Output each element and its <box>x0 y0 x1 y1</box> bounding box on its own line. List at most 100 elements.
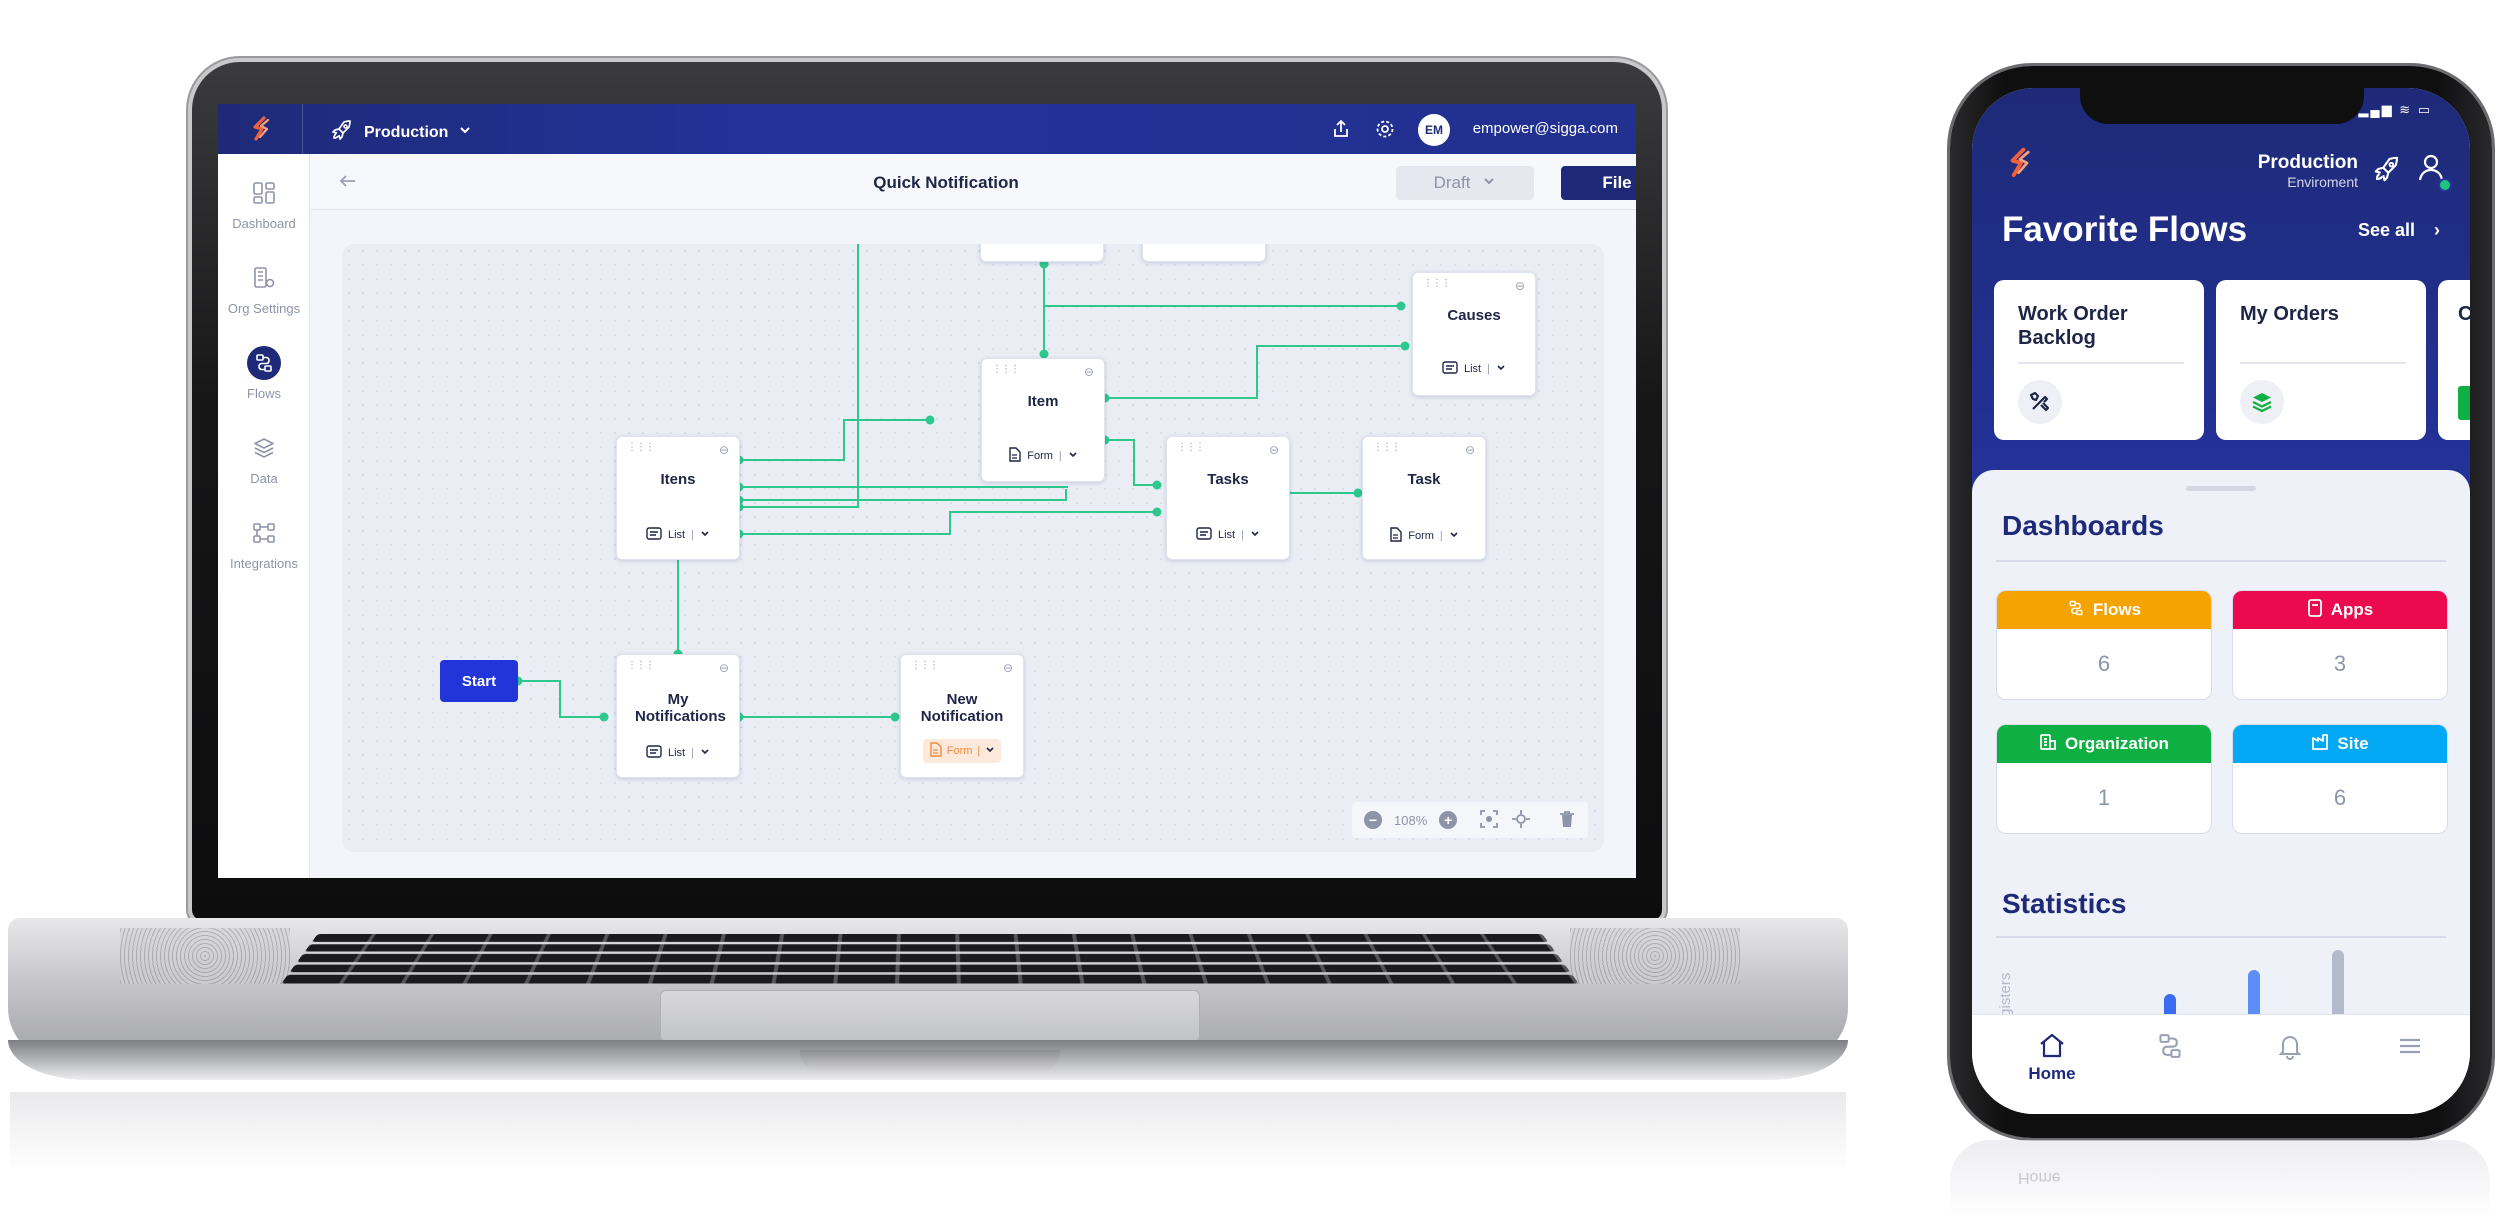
node-type-select[interactable]: List | <box>1167 527 1289 543</box>
chevron-down-icon <box>1496 363 1506 376</box>
sidebar-item-label: Dashboard <box>232 216 296 231</box>
chevron-right-icon: › <box>2434 220 2440 240</box>
link-icon[interactable]: ⊖ <box>1464 443 1475 457</box>
node-type-select[interactable]: List | <box>617 527 739 543</box>
dashboard-card-header: Organization <box>1997 725 2211 763</box>
node-type-select[interactable]: List | <box>617 745 739 761</box>
link-icon[interactable]: ⊖ <box>718 661 729 675</box>
drag-handle-icon[interactable]: ⋮⋮⋮ <box>1177 442 1205 453</box>
back-arrow-icon[interactable] <box>337 170 359 198</box>
link-icon[interactable]: ⊖ <box>1002 661 1013 675</box>
node-type-select[interactable]: List | <box>1413 361 1535 377</box>
sheet-handle[interactable] <box>2186 486 2256 491</box>
phone-screen: ▂▄▆ ≋ ▭ Production Enviroment Favorite F… <box>1972 88 2470 1114</box>
flow-node-new-notification[interactable]: ⋮⋮⋮ ⊖ New Notification Form | <box>900 654 1024 778</box>
see-all-link[interactable]: See all › <box>2358 220 2440 241</box>
statistics-title: Statistics <box>2002 888 2127 919</box>
flow-node-item[interactable]: ⋮⋮⋮ ⊖ Item Form | <box>981 358 1105 482</box>
avatar[interactable]: EM <box>1418 114 1450 146</box>
connector-itens-item <box>739 419 930 461</box>
zoom-in-icon[interactable]: + <box>1439 811 1458 829</box>
link-icon[interactable]: ⊖ <box>718 443 729 457</box>
favorite-card[interactable]: Cr <box>2438 280 2470 440</box>
sidebar-item-dashboard[interactable]: Dashboard <box>218 176 310 231</box>
flow-node-partial[interactable] <box>980 244 1104 262</box>
sidebar-item-org-settings[interactable]: Org Settings <box>218 261 310 316</box>
card-icon-partial <box>2458 386 2470 420</box>
start-node[interactable]: Start <box>440 660 518 702</box>
sidebar-item-data[interactable]: Data <box>218 431 310 486</box>
center-view-icon[interactable] <box>1511 809 1531 832</box>
fit-view-icon[interactable] <box>1479 809 1499 832</box>
tools-icon <box>2018 380 2062 424</box>
favorite-card-title: Work Order Backlog <box>2018 303 2128 349</box>
link-icon[interactable]: ⊖ <box>1514 279 1525 293</box>
node-title: Tasks <box>1207 471 1249 488</box>
drag-handle-icon[interactable]: ⋮⋮⋮ <box>992 364 1020 375</box>
site-icon <box>2311 733 2329 756</box>
user-icon[interactable] <box>2414 150 2448 184</box>
flow-node-partial[interactable] <box>1142 244 1266 262</box>
layers-icon <box>2240 380 2284 424</box>
list-icon <box>1196 527 1212 543</box>
node-type-select[interactable]: Form | <box>982 447 1104 465</box>
chevron-down-icon <box>1250 529 1260 542</box>
zoom-toolbar: − 108% + <box>1352 802 1588 838</box>
node-divider: | <box>1439 530 1443 542</box>
dashboard-card-site[interactable]: Site 6 <box>2232 724 2448 834</box>
chevron-down-icon <box>1449 530 1459 543</box>
flow-node-itens[interactable]: ⋮⋮⋮ ⊖ Itens List | <box>616 436 740 560</box>
sidebar-item-integrations[interactable]: Integrations <box>218 516 310 571</box>
link-icon[interactable]: ⊖ <box>1083 365 1094 379</box>
node-divider: | <box>1058 450 1062 462</box>
flow-node-my-notifications[interactable]: ⋮⋮⋮ ⊖ My Notifications List | <box>616 654 740 778</box>
user-email[interactable]: empower@sigga.com <box>1472 120 1618 137</box>
node-type-select[interactable]: Form | <box>1363 527 1485 545</box>
nav-menu[interactable] <box>2370 1031 2450 1066</box>
sigga-logo-icon[interactable] <box>2004 146 2038 180</box>
share-icon[interactable] <box>1330 118 1352 145</box>
keyboard <box>281 934 1579 984</box>
environment-indicator[interactable]: Production Enviroment <box>2258 152 2358 190</box>
sidebar-item-flows[interactable]: Flows <box>218 346 310 401</box>
layers-icon <box>247 431 281 465</box>
dashboards-title: Dashboards <box>2002 510 2164 541</box>
nav-home[interactable]: Home <box>2012 1031 2092 1084</box>
gear-icon[interactable] <box>1374 118 1396 145</box>
drag-handle-icon[interactable]: ⋮⋮⋮ <box>1373 442 1401 453</box>
integrations-icon <box>247 516 281 550</box>
favorite-card[interactable]: Work Order Backlog <box>1994 280 2204 440</box>
sigga-logo-icon[interactable] <box>248 115 276 143</box>
dashboard-card-flows[interactable]: Flows 6 <box>1996 590 2212 700</box>
zoom-out-icon[interactable]: − <box>1364 811 1382 829</box>
draft-status-select[interactable]: Draft <box>1396 166 1534 200</box>
app-sidebar: Dashboard Org Settings Flows Data <box>218 154 310 878</box>
favorite-card[interactable]: My Orders <box>2216 280 2426 440</box>
flow-node-tasks[interactable]: ⋮⋮⋮ ⊖ Tasks List | <box>1166 436 1290 560</box>
drag-handle-icon[interactable]: ⋮⋮⋮ <box>1423 278 1451 289</box>
drag-handle-icon[interactable]: ⋮⋮⋮ <box>627 442 655 453</box>
nav-flows[interactable] <box>2130 1031 2210 1066</box>
flow-node-task[interactable]: ⋮⋮⋮ ⊖ Task Form | <box>1362 436 1486 560</box>
flow-node-causes[interactable]: ⋮⋮⋮ ⊖ Causes List | <box>1412 272 1536 396</box>
page-title: Quick Notification <box>873 173 1019 192</box>
sidebar-item-label: Integrations <box>230 556 298 571</box>
trackpad <box>660 990 1200 1042</box>
dashboard-card-organization[interactable]: Organization 1 <box>1996 724 2212 834</box>
dashboard-card-apps[interactable]: Apps 3 <box>2232 590 2448 700</box>
drag-handle-icon[interactable]: ⋮⋮⋮ <box>627 660 655 671</box>
sidebar-item-label: Flows <box>247 386 281 401</box>
hamburger-menu-icon <box>2395 1038 2425 1065</box>
chevron-down-icon <box>985 745 995 758</box>
drag-handle-icon[interactable]: ⋮⋮⋮ <box>911 660 939 671</box>
environment-select[interactable]: Production <box>330 118 472 147</box>
rocket-icon[interactable] <box>2372 154 2402 191</box>
trash-icon[interactable] <box>1557 809 1577 832</box>
link-icon[interactable]: ⊖ <box>1268 443 1279 457</box>
list-icon <box>646 527 662 543</box>
node-type-select[interactable]: Form | <box>901 739 1023 763</box>
flow-canvas[interactable]: Start ⋮⋮⋮ ⊖ Itens List | ⋮⋮⋮ ⊖ Item <box>342 244 1604 852</box>
file-menu-button[interactable]: File <box>1561 166 1636 200</box>
nav-notifications[interactable] <box>2250 1031 2330 1066</box>
see-all-label: See all <box>2357 220 2415 240</box>
